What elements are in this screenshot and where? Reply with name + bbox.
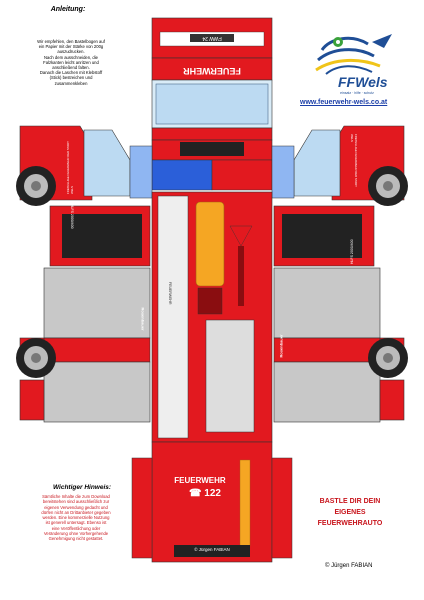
cab-side-right	[271, 125, 408, 206]
side-brand-right: Rosenbauer	[278, 334, 284, 358]
bastle-line: EIGENES	[334, 509, 366, 516]
instructions-line: (Stick) bestreichen und	[49, 75, 93, 81]
door-text-left: FREIWILLIGE FEUERWEHR DER STADT WELS	[66, 141, 74, 194]
side-label-right: HLFS 2000/400	[350, 239, 354, 264]
logo-name: FFWels	[338, 74, 388, 90]
side-brand-left: Rosenbauer	[140, 307, 146, 331]
bastle-heading: BASTLE DIR DEIN EIGENES FEUERWEHRAUTO	[300, 496, 400, 529]
logo-tagline: einsatz · hilfe · schutz	[340, 91, 374, 95]
notice-line: eine Veröffentlichung oder	[51, 525, 101, 531]
copyright: © Jürgen FABIAN	[325, 563, 373, 569]
cab-side-left	[16, 125, 153, 206]
instructions-line: ein Papier mit der Stärke von 200g	[38, 44, 104, 50]
instructions-text: Wir empfehlen, den Bastelbogen auf ein P…	[20, 39, 122, 86]
cab-plate: FWW 24	[202, 35, 222, 41]
instructions-line: auszudrucken.	[57, 49, 85, 55]
cab-banner: FEUERWEHR	[183, 66, 241, 76]
rear-credit: © Jürgen FABIAN	[194, 547, 230, 552]
website-link[interactable]: www.feuerwehr-wels.co.at	[300, 99, 388, 106]
body-side-left	[16, 205, 151, 423]
roof-sign: FEUERWEHR	[168, 282, 172, 305]
notice-line: Sämtliche Inhalte die zum Download	[42, 494, 110, 499]
instructions-line: Wir empfehlen, den Bastelbogen auf	[37, 39, 105, 44]
notice-line: werden. Eine kommerzielle Nutzung	[42, 515, 110, 521]
instructions-line: Falzkanten leicht anritzen und	[43, 59, 99, 65]
notice-line: Genehmigung nicht gestattet.	[48, 536, 104, 542]
cab-front	[151, 17, 273, 191]
instructions-line: Danach die Laschen mit Klebstoff	[39, 70, 103, 76]
notice-line: ist generell untersagt. Ebenso ist	[45, 520, 107, 526]
rear-label: FEUERWEHR	[174, 476, 226, 485]
bastle-line: FEUERWEHRAUTO	[317, 520, 383, 527]
notice-text: Sämtliche Inhalte die zum Download berei…	[20, 494, 132, 542]
instructions-line: anschließend falten.	[52, 65, 90, 71]
notice-line: bereitstehen sind ausschließlich zur	[42, 499, 110, 505]
body-rear	[131, 441, 293, 563]
rear-phone: ☎ 122	[189, 488, 221, 499]
instructions-line: Nach dem ausschneiden, die	[43, 54, 98, 60]
instructions-title: Anleitung:	[50, 6, 86, 13]
notice-line: Veränderung ohne Vorhergehende	[43, 531, 109, 537]
instructions-line: zusammenkleben	[54, 80, 88, 86]
notice-line: dürfen nicht an Drittanbieter gegeben	[41, 509, 111, 515]
notice-title: Wichtiger Hinweis:	[52, 484, 112, 491]
bastle-line: BASTLE DIR DEIN	[319, 498, 381, 505]
door-text-right: FREIWILLIGE FEUERWEHR DER STADT WELS	[350, 134, 358, 187]
side-label-left: HLFS 2000/400	[70, 204, 74, 229]
body-side-right	[273, 205, 408, 423]
notice-line: eigenen Verwendung gedacht und	[44, 504, 108, 510]
